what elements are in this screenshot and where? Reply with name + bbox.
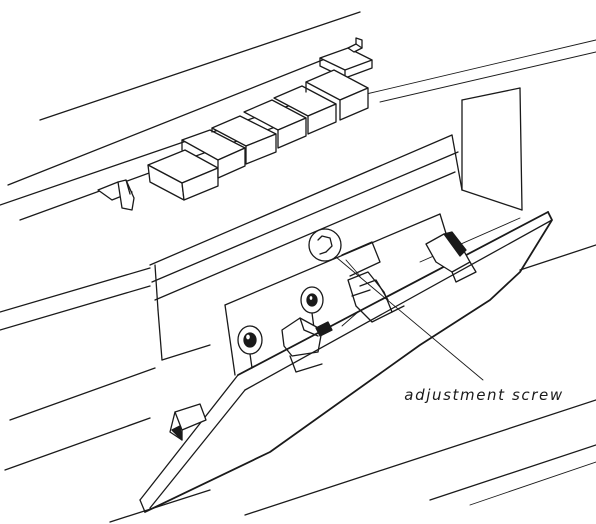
front-face-lines: [0, 245, 596, 522]
adjustment-screw-label: adjustment screw: [404, 386, 564, 404]
upper-body-lines: [0, 12, 596, 220]
transport-buttons: [148, 70, 368, 200]
cassette-door: [140, 212, 552, 512]
adjustment-screw-callout: [309, 229, 483, 380]
small-lever: [98, 180, 134, 210]
slide-switch: [320, 38, 372, 78]
